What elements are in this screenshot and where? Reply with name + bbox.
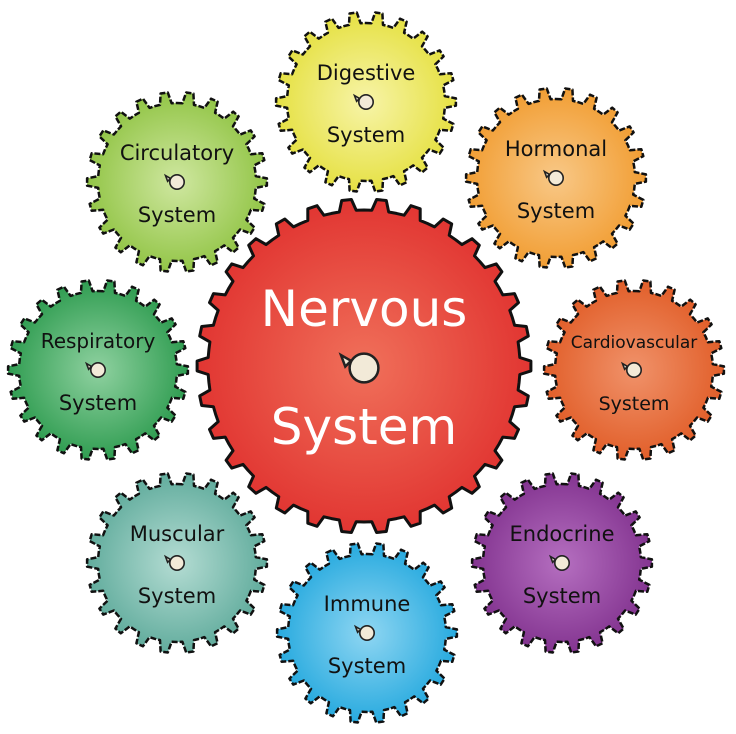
gear-respiratory: Respiratory System [6, 279, 190, 461]
gear-cardiovascular-label-line2: System [599, 393, 670, 415]
gear-nervous-axle-icon [338, 352, 380, 384]
gear-muscular-label-line1: Muscular [130, 522, 225, 546]
gear-immune: Immune System [275, 542, 459, 724]
gear-respiratory-label-line2: System [59, 391, 137, 415]
center-label-line2: System [271, 398, 457, 456]
gear-hormonal-axle-icon [542, 169, 565, 186]
gear-hormonal: Hormonal System [464, 87, 648, 269]
center-label-line1: Nervous [261, 280, 468, 338]
gear-circulatory-label-line2: System [138, 203, 216, 227]
gear-immune-label-line1: Immune [324, 592, 411, 616]
gear-muscular-label-line2: System [138, 584, 216, 608]
gear-endocrine-label-line1: Endocrine [510, 522, 615, 546]
gear-hormonal-label-line1: Hormonal [505, 137, 607, 161]
gear-circulatory-axle-icon [163, 173, 186, 190]
gear-endocrine: Endocrine System [470, 472, 654, 654]
gear-endocrine-axle-icon [548, 554, 571, 571]
gear-digestive-axle-icon [352, 93, 375, 110]
gear-digestive-label-line1: Digestive [317, 61, 416, 85]
gear-nervous-center: Nervous System [195, 198, 533, 534]
gear-respiratory-axle-icon [84, 361, 107, 378]
gear-cardiovascular-axle-icon [620, 361, 643, 378]
gear-immune-axle-icon [353, 624, 376, 641]
gear-muscular: Muscular System [85, 472, 269, 654]
gear-muscular-axle-icon [163, 554, 186, 571]
gear-circulatory: Circulatory System [85, 91, 269, 273]
gear-circulatory-label-line1: Circulatory [120, 141, 234, 165]
gear-cardiovascular: Cardiovascular System [542, 279, 726, 461]
gear-respiratory-label-line1: Respiratory [41, 329, 156, 353]
gear-cardiovascular-label-line1: Cardiovascular [571, 333, 697, 353]
gear-immune-label-line2: System [328, 654, 406, 678]
gear-digestive-label-line2: System [327, 123, 405, 147]
gear-hormonal-label-line2: System [517, 199, 595, 223]
gear-endocrine-label-line2: System [523, 584, 601, 608]
gear-digestive: Digestive System [274, 11, 458, 193]
